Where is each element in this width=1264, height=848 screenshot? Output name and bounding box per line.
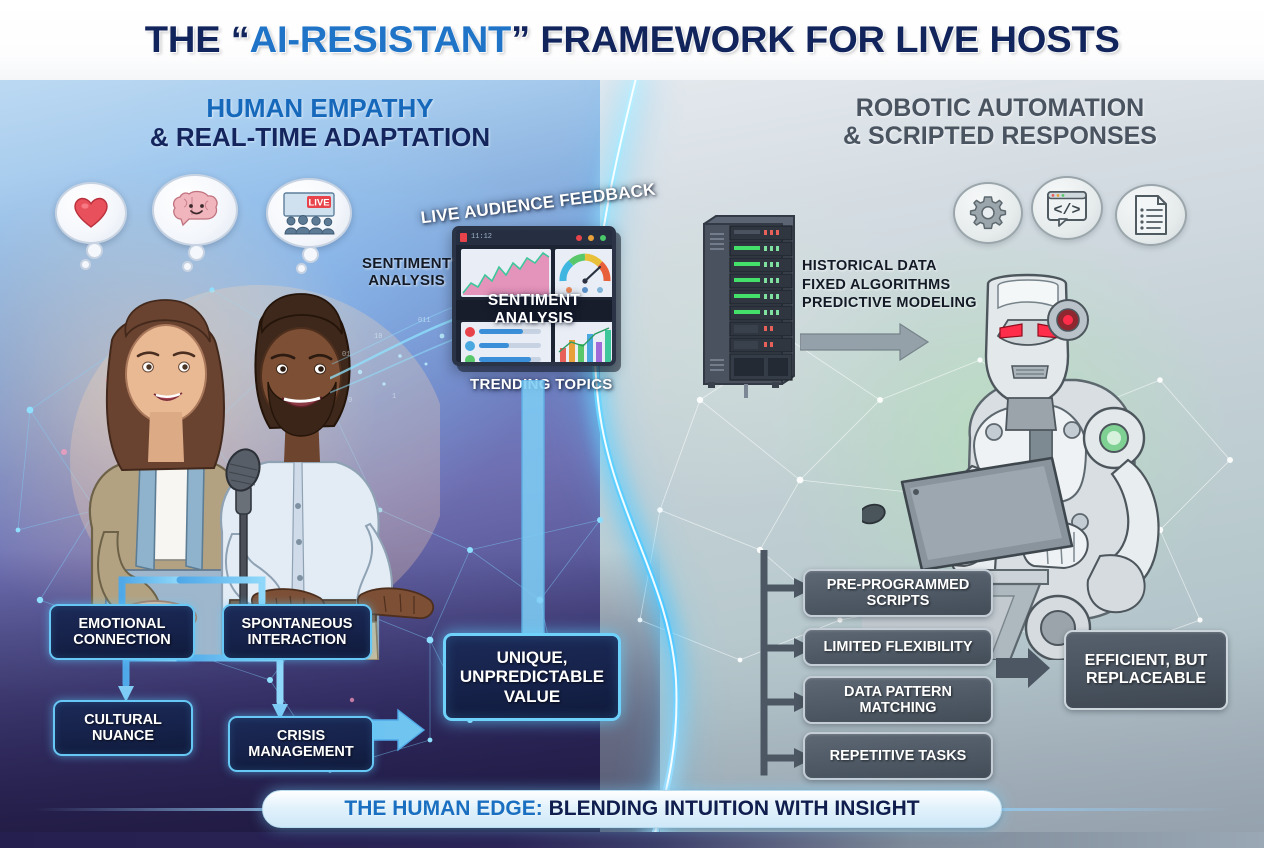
box-limited-flexibility-label: LIMITED FLEXIBILITY xyxy=(823,638,973,655)
document-list-icon xyxy=(1135,195,1167,235)
svg-text:1: 1 xyxy=(392,393,396,401)
infographic-canvas: HUMAN EMPATHY & REAL-TIME ADAPTATION ROB… xyxy=(0,80,1264,848)
page-title: THE “AI-RESISTANT” FRAMEWORK FOR LIVE HO… xyxy=(145,19,1120,61)
thought-bubble-live-audience: LIVE xyxy=(266,178,352,274)
left-panel-heading: HUMAN EMPATHY & REAL-TIME ADAPTATION xyxy=(60,93,580,153)
dashboard-dot-green xyxy=(600,235,606,241)
dashboard-progress-list xyxy=(461,322,551,362)
right-result-arrow xyxy=(996,648,1050,688)
box-unique-unpredictable-value[interactable]: UNIQUE, UNPREDICTABLE VALUE xyxy=(443,633,621,721)
thought-bubble-heart xyxy=(55,182,127,270)
box-crisis-management-label: CRISIS MANAGEMENT xyxy=(248,727,354,760)
icon-circle-code: </> xyxy=(1031,176,1103,240)
box-efficient-but-replaceable[interactable]: EFFICIENT, BUT REPLACEABLE xyxy=(1064,630,1228,710)
dashboard-time: 11:12 xyxy=(471,233,493,241)
code-window-icon: </> xyxy=(1047,191,1087,227)
title-highlight: AI-RESISTANT xyxy=(249,19,511,60)
dashboard-gauge xyxy=(555,249,612,297)
brain-icon xyxy=(173,190,218,227)
live-audience-icon: LIVE xyxy=(283,192,335,235)
right-heading-line1: ROBOTIC AUTOMATION xyxy=(855,94,1145,122)
server-rack-illustration xyxy=(703,215,795,398)
label-sentiment-analysis: SENTIMENT ANALYSIS xyxy=(362,255,452,290)
box-limited-flexibility[interactable]: LIMITED FLEXIBILITY xyxy=(803,628,993,666)
left-heading-line1: HUMAN EMPATHY xyxy=(206,93,434,123)
dashboard-titlebar: 11:12 xyxy=(456,230,612,245)
robot-eye-left xyxy=(999,323,1023,339)
bottom-banner-text: THE HUMAN EDGE: BLENDING INTUITION WITH … xyxy=(344,797,919,821)
left-heading-line2: & REAL-TIME ADAPTATION xyxy=(149,122,491,153)
box-spontaneous-interaction-label: SPONTANEOUS INTERACTION xyxy=(241,615,353,648)
heart-icon xyxy=(74,197,108,228)
server-label-1: FIXED ALGORITHMS xyxy=(802,276,951,293)
server-units xyxy=(729,225,793,381)
thought-bubble-brain xyxy=(152,174,238,272)
icon-circle-document xyxy=(1115,184,1187,246)
box-repetitive-tasks-label: REPETITIVE TASKS xyxy=(829,747,967,764)
icon-circle-gear xyxy=(953,182,1023,244)
box-spontaneous-interaction[interactable]: SPONTANEOUS INTERACTION xyxy=(222,604,372,660)
server-label-list: HISTORICAL DATA FIXED ALGORITHMS PREDICT… xyxy=(802,258,977,311)
server-label-2: PREDICTIVE MODELING xyxy=(802,295,977,312)
center-divider-curve xyxy=(581,80,690,848)
server-label-0: HISTORICAL DATA xyxy=(802,258,937,274)
box-unique-unpredictable-value-label: UNIQUE, UNPREDICTABLE VALUE xyxy=(459,648,605,706)
svg-text:0: 0 xyxy=(348,397,352,405)
svg-text:</>: </> xyxy=(1053,202,1080,219)
box-cultural-nuance-label: CULTURAL NUANCE xyxy=(84,711,162,744)
dashboard-caption: SENTIMENT ANALYSIS xyxy=(487,292,581,327)
box-data-pattern-matching[interactable]: DATA PATTERN MATCHING xyxy=(803,676,993,724)
banner-rule-right xyxy=(1000,808,1230,811)
dashboard-dot-amber xyxy=(588,235,594,241)
right-panel-heading: ROBOTIC AUTOMATION & SCRIPTED RESPONSES xyxy=(740,94,1260,151)
banner-rest: BLENDING INTUITION WITH INSIGHT xyxy=(542,797,920,820)
dashboard-dot-red xyxy=(576,235,582,241)
server-to-robot-arrow xyxy=(800,322,930,362)
title-suffix: ” FRAMEWORK FOR LIVE HOSTS xyxy=(510,19,1120,60)
box-emotional-connection-label: EMOTIONAL CONNECTION xyxy=(73,615,171,648)
box-repetitive-tasks[interactable]: REPETITIVE TASKS xyxy=(803,732,993,780)
banner-highlight: THE HUMAN EDGE: xyxy=(344,797,543,820)
banner-rule-left xyxy=(34,808,264,811)
dashboard-line-chart xyxy=(461,249,551,297)
right-heading-line2: & SCRIPTED RESPONSES xyxy=(843,122,1157,151)
bottom-banner: THE HUMAN EDGE: BLENDING INTUITION WITH … xyxy=(262,790,1002,828)
gear-icon xyxy=(969,196,1007,230)
dashboard-bar-chart xyxy=(555,322,612,362)
box-crisis-management[interactable]: CRISIS MANAGEMENT xyxy=(228,716,374,772)
live-badge-text: LIVE xyxy=(308,198,329,209)
right-flow-arrows xyxy=(760,550,1050,776)
title-bar: THE “AI-RESISTANT” FRAMEWORK FOR LIVE HO… xyxy=(0,0,1264,80)
box-cultural-nuance[interactable]: CULTURAL NUANCE xyxy=(53,700,193,756)
dashboard-rec-indicator xyxy=(460,233,467,242)
svg-text:01: 01 xyxy=(342,351,350,359)
bottom-strip xyxy=(0,832,1264,848)
box-efficient-but-replaceable-label: EFFICIENT, BUT REPLACEABLE xyxy=(1084,652,1208,687)
sentiment-dashboard-screen: 11:12 xyxy=(452,226,616,366)
svg-text:011: 011 xyxy=(418,317,431,325)
title-prefix: THE “ xyxy=(144,19,250,60)
podium-microphone-icon xyxy=(862,503,886,525)
dashboard-caption-band xyxy=(456,300,612,320)
svg-text:10: 10 xyxy=(374,333,382,341)
box-data-pattern-matching-label: DATA PATTERN MATCHING xyxy=(844,683,952,716)
box-emotional-connection[interactable]: EMOTIONAL CONNECTION xyxy=(49,604,195,660)
box-pre-programmed-scripts[interactable]: PRE-PROGRAMMED SCRIPTS xyxy=(803,569,993,617)
box-pre-programmed-scripts-label: PRE-PROGRAMMED SCRIPTS xyxy=(826,576,970,609)
